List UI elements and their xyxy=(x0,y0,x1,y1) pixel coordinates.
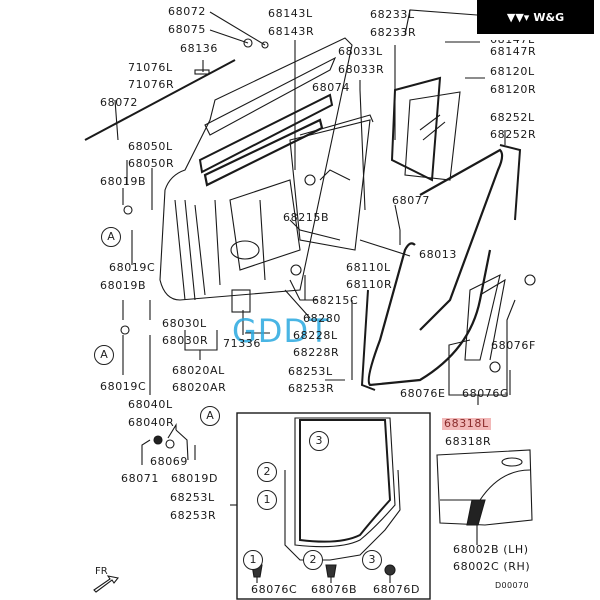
quarter-panel-68002 xyxy=(436,449,533,526)
inset-callout-circle: 2 xyxy=(257,462,277,482)
part-label: 68072 xyxy=(100,96,138,109)
inset-callout-circle: 1 xyxy=(243,550,263,570)
part-label: 68215B xyxy=(283,211,330,224)
part-label: 68136 xyxy=(180,42,218,55)
front-direction-label: FR xyxy=(95,566,108,577)
part-label: 68030R xyxy=(162,334,209,347)
watermark: GDDT xyxy=(232,312,330,350)
part-label: 68143L xyxy=(268,7,313,20)
part-label: 68147R xyxy=(490,45,537,58)
part-label: 68019D xyxy=(171,472,219,485)
w-and-g-chevrons-icon: ▼▼▾ xyxy=(506,10,530,24)
part-label: 68253R xyxy=(288,382,335,395)
part-label: 71076R xyxy=(128,78,175,91)
part-label: 68110R xyxy=(346,278,393,291)
part-label: 68252L xyxy=(490,111,535,124)
part-label: 71076L xyxy=(128,61,173,74)
part-label: 68075 xyxy=(168,23,206,36)
part-label: 68050L xyxy=(128,140,173,153)
part-label: 68253L xyxy=(170,491,215,504)
part-label: 68072 xyxy=(168,5,206,18)
part-label: 68076D xyxy=(373,583,421,596)
part-label: 68071 xyxy=(121,472,159,485)
part-label: 68002B (LH) xyxy=(453,543,529,556)
part-label: 68019B xyxy=(100,279,147,292)
highlighted-part-label: 68318L xyxy=(442,417,491,430)
front-arrow-icon xyxy=(93,575,119,593)
weatherstrip-68252 xyxy=(419,148,504,331)
part-label: 68069 xyxy=(150,455,188,468)
part-label: 68040R xyxy=(128,416,175,429)
moulding-68318 xyxy=(464,273,501,361)
inset-box xyxy=(236,412,431,600)
part-label: 68147L xyxy=(490,33,535,46)
part-label: 68228L xyxy=(293,329,338,342)
inset-callout-circle: 1 xyxy=(257,490,277,510)
part-label: 68076C xyxy=(251,583,298,596)
part-label: 68002C (RH) xyxy=(453,560,531,573)
glass-68033 xyxy=(289,119,371,251)
callout-a-circle: A xyxy=(101,227,121,247)
part-label: 68143R xyxy=(268,25,315,38)
part-label: 68019B xyxy=(100,175,147,188)
part-label: 68077 xyxy=(392,194,430,207)
part-label: 71336 xyxy=(223,337,261,350)
part-label: 68215C xyxy=(312,294,359,307)
part-label: 68040L xyxy=(128,398,173,411)
weatherstrip-68253 xyxy=(367,242,492,387)
inset-callout-circle: 3 xyxy=(309,431,329,451)
callout-a-circle: A xyxy=(200,406,220,426)
brand-text: W&G xyxy=(533,10,565,24)
part-label: 68074 xyxy=(312,81,350,94)
part-label: 68019C xyxy=(100,380,147,393)
part-label: 68019C xyxy=(109,261,156,274)
callout-a-circle: A xyxy=(94,345,114,365)
part-label: 68033L xyxy=(338,45,383,58)
diagram-code: D00070 xyxy=(495,581,530,590)
brand-logo: ▼▼▾ W&G xyxy=(477,0,594,34)
part-label: 68076G xyxy=(462,387,510,400)
part-label: 68120L xyxy=(490,65,535,78)
part-label: 68020AL xyxy=(172,364,225,377)
part-label: 68033R xyxy=(338,63,385,76)
part-label: 68076B xyxy=(311,583,358,596)
door-frame xyxy=(159,37,353,301)
part-label: 68228R xyxy=(293,346,340,359)
part-label: 68076F xyxy=(491,339,536,352)
part-label: 68020AR xyxy=(172,381,227,394)
part-label: 68233L xyxy=(370,8,415,21)
part-label: 68120R xyxy=(490,83,537,96)
part-label: 68318R xyxy=(445,435,492,448)
part-label: 68110L xyxy=(346,261,391,274)
inset-callout-circle: 3 xyxy=(362,550,382,570)
part-label: 68280 xyxy=(303,312,341,325)
inset-callout-circle: 2 xyxy=(303,550,323,570)
part-label: 68253L xyxy=(288,365,333,378)
quarter-glass-68120 xyxy=(404,91,461,181)
part-label: 68076E xyxy=(400,387,446,400)
part-label: 68233R xyxy=(370,26,417,39)
part-label: 68253R xyxy=(170,509,217,522)
part-label: 68050R xyxy=(128,157,175,170)
quarter-frame-68147 xyxy=(390,76,442,182)
part-label: 68013 xyxy=(419,248,457,261)
part-label: 68030L xyxy=(162,317,207,330)
part-label: 68252R xyxy=(490,128,537,141)
